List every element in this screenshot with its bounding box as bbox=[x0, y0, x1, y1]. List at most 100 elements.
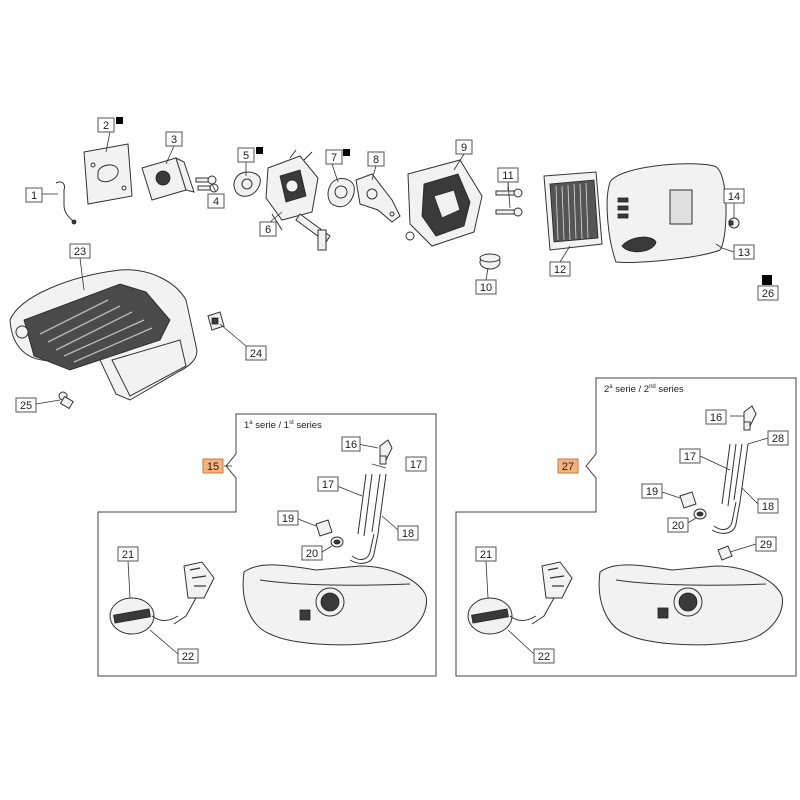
callout-9: 9 bbox=[455, 139, 473, 155]
svg-text:19: 19 bbox=[646, 486, 658, 498]
svg-text:18: 18 bbox=[762, 501, 774, 513]
marker-5 bbox=[256, 147, 263, 154]
leader-lines bbox=[35, 131, 769, 655]
callout-1: 1 bbox=[25, 187, 43, 203]
svg-text:21: 21 bbox=[480, 549, 492, 561]
svg-text:8: 8 bbox=[373, 154, 379, 166]
svg-text:2: 2 bbox=[103, 120, 109, 132]
part-9-air-box-base bbox=[405, 159, 483, 247]
callout-11: 11 bbox=[497, 167, 519, 183]
callout-15-highlight: 15 bbox=[202, 458, 224, 474]
s1-fuel-tank bbox=[242, 564, 427, 646]
s1-callout-20: 20 bbox=[301, 545, 323, 561]
svg-text:22: 22 bbox=[182, 651, 194, 663]
s2-part-16-plug bbox=[743, 405, 757, 431]
s2-fuel-tank bbox=[598, 564, 783, 646]
s2-callout-18: 18 bbox=[757, 498, 779, 514]
part-8-plate bbox=[355, 173, 401, 223]
part-24-clip bbox=[207, 311, 225, 331]
part-11-screws bbox=[495, 188, 523, 217]
svg-text:20: 20 bbox=[672, 520, 684, 532]
s1-part-19-filter bbox=[315, 519, 333, 537]
s1-callout-22: 22 bbox=[177, 648, 199, 664]
marker-2 bbox=[116, 117, 123, 124]
callout-2: 2 bbox=[97, 117, 123, 133]
s2-callout-17: 17 bbox=[679, 448, 701, 464]
svg-text:18: 18 bbox=[402, 528, 414, 540]
svg-text:20: 20 bbox=[306, 548, 318, 560]
svg-text:10: 10 bbox=[480, 282, 492, 294]
part-6-carburetor bbox=[265, 149, 331, 251]
s2-part-22-tether bbox=[531, 561, 573, 625]
callout-4: 4 bbox=[207, 193, 225, 209]
s2-part-28-hose bbox=[733, 443, 749, 503]
svg-text:6: 6 bbox=[265, 224, 271, 236]
svg-text:21: 21 bbox=[122, 549, 134, 561]
callout-14: 14 bbox=[723, 188, 745, 204]
s1-callout-17a: 17 bbox=[405, 456, 427, 472]
marker-7 bbox=[343, 149, 350, 156]
svg-text:28: 28 bbox=[772, 433, 784, 445]
callout-25: 25 bbox=[15, 397, 37, 413]
svg-text:12: 12 bbox=[554, 264, 566, 276]
callout-10: 10 bbox=[475, 279, 497, 295]
svg-text:15: 15 bbox=[207, 461, 219, 473]
svg-text:14: 14 bbox=[728, 191, 740, 203]
svg-text:16: 16 bbox=[345, 439, 357, 451]
s1-callout-18: 18 bbox=[397, 525, 419, 541]
callout-27-highlight: 27 bbox=[557, 458, 579, 474]
s2-callout-19: 19 bbox=[641, 483, 663, 499]
part-10-knob bbox=[479, 253, 501, 270]
callout-12: 12 bbox=[549, 261, 571, 277]
s1-part-17-hoses bbox=[357, 473, 387, 537]
part-2-gasket bbox=[83, 143, 133, 205]
s2-part-21-fuel-cap bbox=[467, 597, 537, 635]
s1-callout-17b: 17 bbox=[317, 476, 339, 492]
series-1-title: 1a serie / 1st series bbox=[244, 420, 322, 431]
s1-part-21-fuel-cap bbox=[109, 597, 179, 635]
series-2-title: 2a serie / 2nd series bbox=[604, 384, 684, 395]
svg-text:11: 11 bbox=[502, 170, 513, 182]
part-13-filter-cover bbox=[606, 163, 727, 263]
callout-23: 23 bbox=[69, 243, 91, 259]
part-5-gasket bbox=[233, 171, 261, 197]
svg-text:25: 25 bbox=[20, 400, 32, 412]
part-25-screw bbox=[58, 391, 74, 410]
part-4-screws bbox=[195, 175, 219, 193]
callout-8: 8 bbox=[367, 151, 385, 167]
s2-callout-16: 16 bbox=[705, 409, 727, 425]
series-2-frame bbox=[455, 377, 797, 677]
s1-callout-21: 21 bbox=[117, 546, 139, 562]
svg-text:23: 23 bbox=[74, 246, 86, 258]
part-1-wire bbox=[55, 181, 77, 225]
svg-text:7: 7 bbox=[331, 152, 337, 164]
svg-text:29: 29 bbox=[760, 539, 772, 551]
callout-5: 5 bbox=[237, 147, 263, 163]
part-14-knob bbox=[728, 217, 740, 229]
svg-text:24: 24 bbox=[250, 348, 262, 360]
callout-3: 3 bbox=[165, 131, 183, 147]
svg-text:19: 19 bbox=[282, 513, 294, 525]
s2-part-20-grommet bbox=[693, 508, 707, 520]
svg-text:13: 13 bbox=[738, 247, 750, 259]
svg-text:1: 1 bbox=[31, 190, 37, 202]
part-23-shroud bbox=[9, 269, 198, 401]
s1-part-18-hose bbox=[349, 533, 379, 564]
svg-text:17: 17 bbox=[684, 451, 696, 463]
svg-text:17: 17 bbox=[322, 479, 334, 491]
svg-text:5: 5 bbox=[243, 150, 249, 162]
s2-callout-28: 28 bbox=[767, 430, 789, 446]
s1-part-20-grommet bbox=[330, 536, 344, 548]
svg-text:3: 3 bbox=[171, 134, 177, 146]
s2-callout-22: 22 bbox=[533, 648, 555, 664]
callout-13: 13 bbox=[733, 244, 755, 260]
callout-6: 6 bbox=[259, 221, 277, 237]
svg-text:9: 9 bbox=[461, 142, 467, 154]
callouts: 1 2 3 4 5 6 7 8 9 10 11 12 13 14 26 23 2… bbox=[15, 117, 789, 664]
part-12-air-filter bbox=[543, 171, 603, 251]
s2-part-17-hoses bbox=[721, 443, 737, 507]
callout-26: 26 bbox=[757, 275, 779, 301]
s2-callout-21: 21 bbox=[475, 546, 497, 562]
callout-7: 7 bbox=[325, 149, 350, 165]
